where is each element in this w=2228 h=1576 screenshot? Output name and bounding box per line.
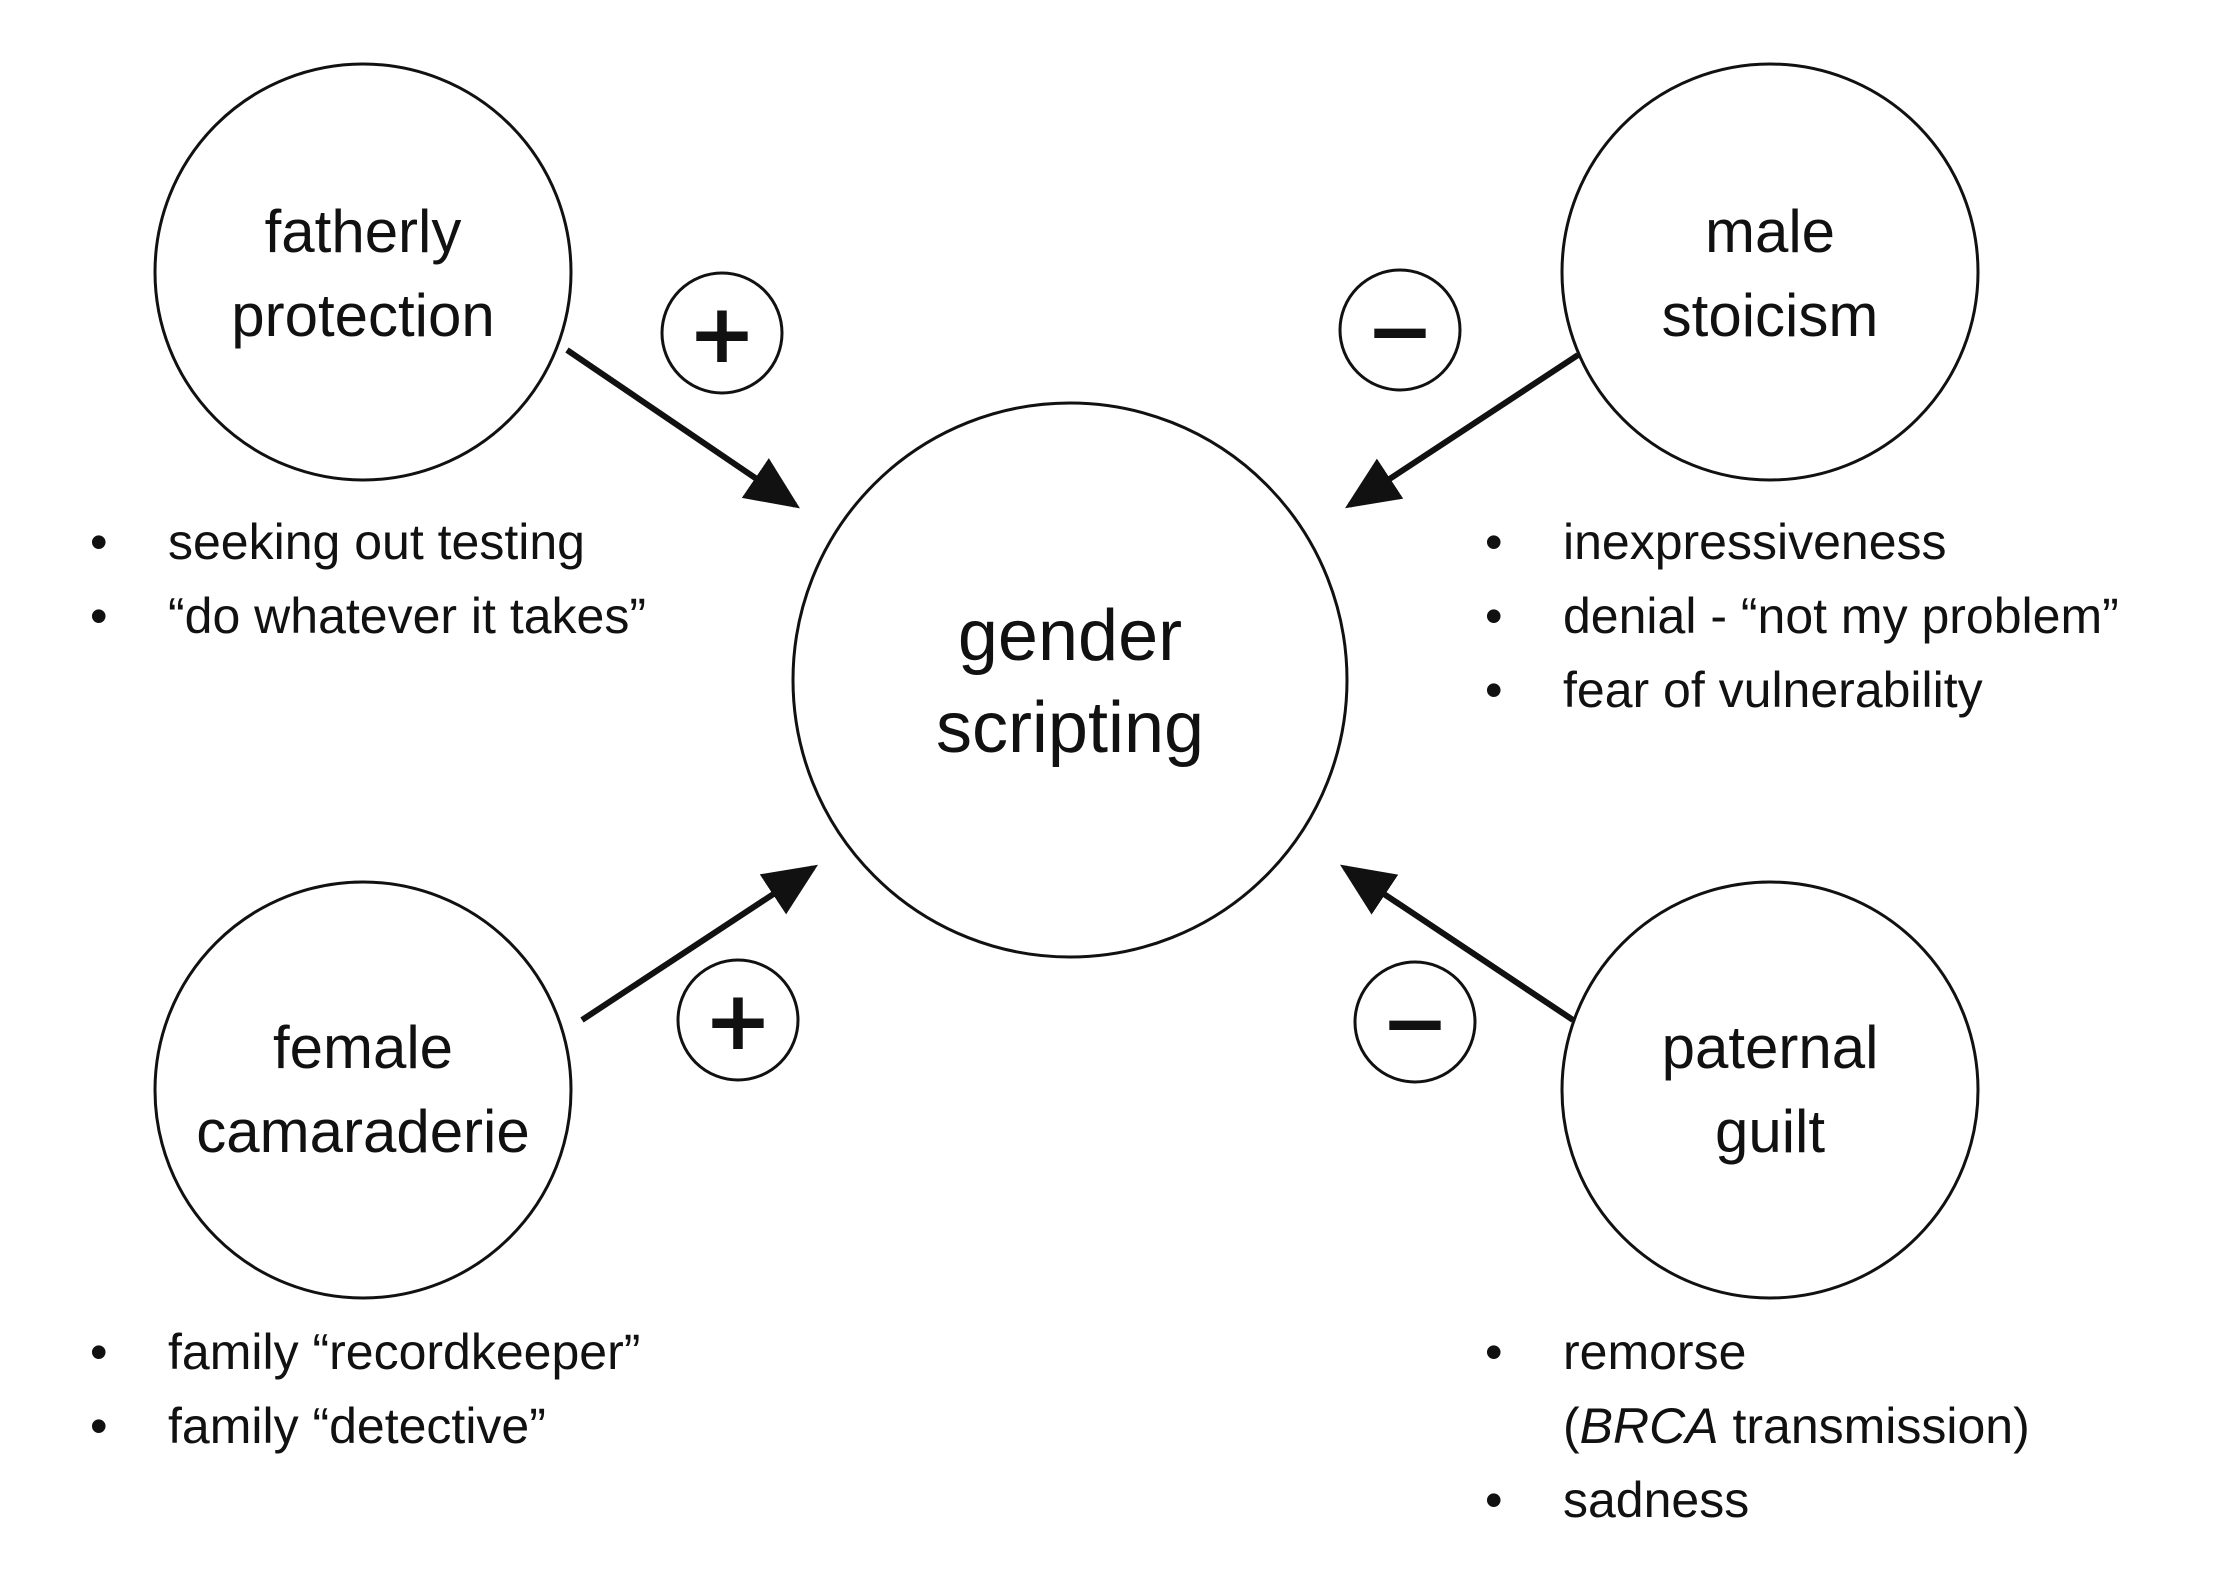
center-node-label-line1: gender <box>958 596 1182 676</box>
minus-sign-circle <box>1338 268 1462 392</box>
list-item: “do whatever it takes” <box>90 579 646 653</box>
center-node-label-line2: scripting <box>936 688 1204 768</box>
node-male-stoicism-label-line1: male <box>1705 198 1835 265</box>
list-item: denial - “not my problem” <box>1485 579 2119 653</box>
arrow-fatherly-protection-to-center <box>565 347 800 509</box>
node-paternal-guilt-label-line2: guilt <box>1715 1098 1825 1165</box>
node-female-camaraderie-label-line2: camaraderie <box>196 1098 530 1165</box>
minus-sign-icon: − <box>1366 284 1435 379</box>
bullet-list-fatherly-protection: seeking out testing “do whatever it take… <box>90 505 646 653</box>
list-item: family “recordkeeper” <box>90 1315 640 1389</box>
list-item-remorse: remorse (BRCA transmission) <box>1485 1315 2030 1463</box>
list-item: inexpressiveness <box>1485 505 2119 579</box>
center-node-circle <box>791 401 1349 959</box>
plus-sign-icon: + <box>688 287 757 382</box>
plus-sign-circle <box>676 958 800 1082</box>
minus-sign-icon: − <box>1381 976 1450 1071</box>
list-item: seeking out testing <box>90 505 646 579</box>
node-paternal-guilt: paternal guilt <box>1560 880 1980 1300</box>
arrow-male-stoicism-to-center <box>1344 352 1580 509</box>
node-male-stoicism-label-line2: stoicism <box>1662 282 1879 349</box>
node-fatherly-protection-circle <box>153 62 573 482</box>
sign-badge-fatherly-protection: + <box>660 271 784 395</box>
node-paternal-guilt-circle <box>1560 880 1980 1300</box>
sign-badge-male-stoicism: − <box>1338 268 1462 392</box>
node-female-camaraderie-label-line1: female <box>273 1014 453 1081</box>
plus-sign-icon: + <box>704 974 773 1069</box>
bullet-list-paternal-guilt: remorse (BRCA transmission) sadness <box>1485 1315 2030 1537</box>
node-fatherly-protection-label-line1: fatherly <box>265 198 462 265</box>
arrow-paternal-guilt-to-center <box>1340 864 1575 1023</box>
sign-badge-paternal-guilt: − <box>1353 960 1477 1084</box>
node-female-camaraderie-circle <box>153 880 573 1300</box>
list-item-sadness: sadness <box>1485 1463 2030 1537</box>
sign-badge-female-camaraderie: + <box>676 958 800 1082</box>
minus-sign-circle <box>1353 960 1477 1084</box>
node-male-stoicism-circle <box>1560 62 1980 482</box>
remorse-text: remorse <box>1563 1324 1747 1380</box>
bullet-list-male-stoicism: inexpressiveness denial - “not my proble… <box>1485 505 2119 727</box>
node-paternal-guilt-label-line1: paternal <box>1662 1014 1879 1081</box>
bullet-list-female-camaraderie: family “recordkeeper” family “detective” <box>90 1315 640 1463</box>
brca-gene-text: BRCA <box>1579 1398 1719 1454</box>
remorse-paren-open: ( <box>1563 1398 1580 1454</box>
node-female-camaraderie: female camaraderie <box>153 880 573 1300</box>
node-fatherly-protection: fatherly protection <box>153 62 573 482</box>
list-item: family “detective” <box>90 1389 640 1463</box>
list-item: fear of vulnerability <box>1485 653 2119 727</box>
node-fatherly-protection-label-line2: protection <box>231 282 495 349</box>
plus-sign-circle <box>660 271 784 395</box>
arrow-female-camaraderie-to-center <box>580 864 819 1023</box>
node-male-stoicism: male stoicism <box>1560 62 1980 482</box>
center-node: gender scripting <box>791 401 1349 959</box>
transmission-text: transmission) <box>1718 1398 2030 1454</box>
